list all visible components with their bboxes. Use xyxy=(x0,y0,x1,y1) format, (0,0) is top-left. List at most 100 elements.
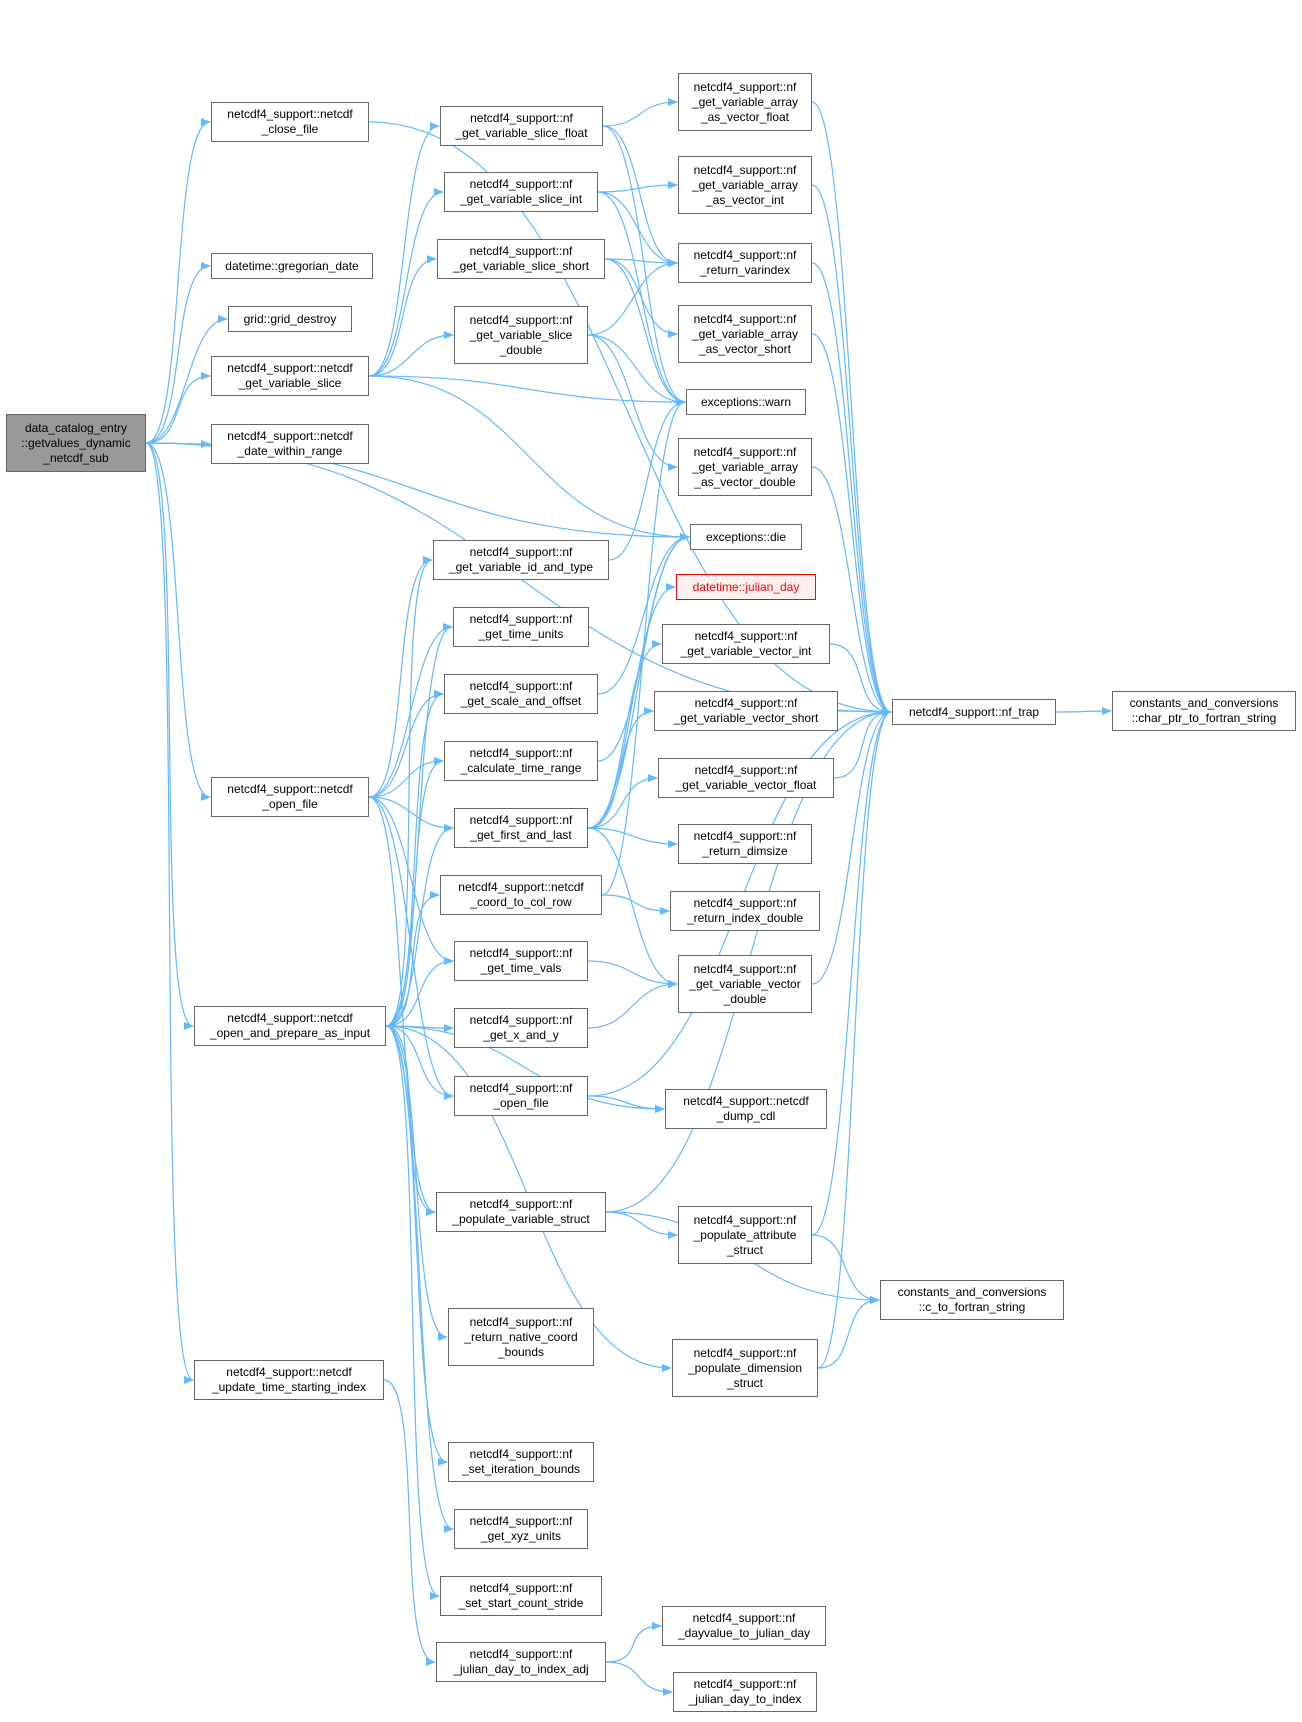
node-gregorian[interactable]: datetime::gregorian_date xyxy=(211,253,373,279)
edge-pop-attr-struct-to-nf-trap xyxy=(811,708,892,1236)
node-update-time[interactable]: netcdf4_support::netcdf _update_time_sta… xyxy=(194,1360,384,1400)
node-return-varindex[interactable]: netcdf4_support::nf _return_varindex xyxy=(678,243,812,283)
edge-slice-double-to-warn xyxy=(587,334,686,406)
edge-pop-var-struct-to-pop-attr-struct xyxy=(605,1211,678,1239)
node-start-count[interactable]: netcdf4_support::nf _set_start_count_str… xyxy=(440,1576,602,1616)
edge-pop-dim-struct-to-c-to-fortran xyxy=(817,1296,880,1369)
node-char-ptr[interactable]: constants_and_conversions ::char_ptr_to_… xyxy=(1112,691,1296,731)
node-first-last[interactable]: netcdf4_support::nf _get_first_and_last xyxy=(454,808,588,848)
node-vec-float[interactable]: netcdf4_support::nf _get_variable_vector… xyxy=(658,758,834,798)
node-grid-destroy[interactable]: grid::grid_destroy xyxy=(228,306,352,332)
node-nf-open-file[interactable]: netcdf4_support::nf _open_file xyxy=(454,1076,588,1116)
edge-return-varindex-to-nf-trap xyxy=(811,262,892,716)
node-time-units[interactable]: netcdf4_support::nf _get_time_units xyxy=(453,607,589,647)
node-jd-to-index-adj[interactable]: netcdf4_support::nf _julian_day_to_index… xyxy=(436,1642,606,1682)
edge-vec-float-to-nf-trap xyxy=(833,708,892,779)
node-iter-bounds[interactable]: netcdf4_support::nf _set_iteration_bound… xyxy=(448,1442,594,1482)
edge-nf-trap-to-char-ptr xyxy=(1055,707,1112,716)
node-vec-short[interactable]: netcdf4_support::nf _get_variable_vector… xyxy=(654,691,838,731)
node-arr-float[interactable]: netcdf4_support::nf _get_variable_array … xyxy=(678,73,812,131)
node-coord-col-row[interactable]: netcdf4_support::netcdf _coord_to_col_ro… xyxy=(440,875,602,915)
edge-open-prepare-to-pop-var-struct xyxy=(385,1025,436,1216)
edge-get-var-slice-to-slice-int xyxy=(368,188,444,377)
edge-vec-int-to-nf-trap xyxy=(829,643,892,716)
node-die[interactable]: exceptions::die xyxy=(690,524,802,550)
edge-first-last-to-vec-int xyxy=(587,640,662,829)
node-julian-day[interactable]: datetime::julian_day xyxy=(676,574,816,600)
node-pop-var-struct[interactable]: netcdf4_support::nf _populate_variable_s… xyxy=(436,1192,606,1232)
node-arr-double[interactable]: netcdf4_support::nf _get_variable_array … xyxy=(678,438,812,496)
node-x-and-y[interactable]: netcdf4_support::nf _get_x_and_y xyxy=(454,1008,588,1048)
node-slice-double[interactable]: netcdf4_support::nf _get_variable_slice … xyxy=(454,306,588,364)
edge-open-prepare-to-time-vals xyxy=(385,957,454,1027)
edge-pop-dim-struct-to-nf-trap xyxy=(817,708,892,1369)
node-xyz-units[interactable]: netcdf4_support::nf _get_xyz_units xyxy=(454,1509,588,1549)
edge-open-prepare-to-dump-cdl xyxy=(385,1025,665,1113)
edge-arr-float-to-nf-trap xyxy=(811,101,892,716)
edge-root-to-open-file xyxy=(145,442,211,801)
node-slice-short[interactable]: netcdf4_support::nf _get_variable_slice_… xyxy=(437,239,605,279)
node-slice-int[interactable]: netcdf4_support::nf _get_variable_slice_… xyxy=(444,172,598,212)
edge-open-prepare-to-scale-offset xyxy=(385,690,444,1027)
node-get-var-slice[interactable]: netcdf4_support::netcdf _get_variable_sl… xyxy=(211,356,369,396)
node-vec-int[interactable]: netcdf4_support::nf _get_variable_vector… xyxy=(662,624,830,664)
node-open-prepare[interactable]: netcdf4_support::netcdf _open_and_prepar… xyxy=(194,1006,386,1046)
node-scale-offset[interactable]: netcdf4_support::nf _get_scale_and_offse… xyxy=(444,674,598,714)
node-var-id-type[interactable]: netcdf4_support::nf _get_variable_id_and… xyxy=(433,540,609,580)
node-calc-time-range[interactable]: netcdf4_support::nf _calculate_time_rang… xyxy=(444,741,598,781)
edge-slice-int-to-return-varindex xyxy=(597,191,678,267)
edge-coord-col-row-to-return-index-double xyxy=(601,894,670,915)
edge-pop-attr-struct-to-c-to-fortran xyxy=(811,1234,880,1304)
edge-slice-int-to-arr-int xyxy=(597,181,678,193)
edge-get-var-slice-to-slice-float xyxy=(368,122,440,377)
edge-root-to-open-prepare xyxy=(145,442,194,1030)
node-vec-double[interactable]: netcdf4_support::nf _get_variable_vector… xyxy=(678,955,812,1013)
edge-slice-float-to-arr-float xyxy=(602,98,678,127)
edge-open-prepare-to-nf-open-file xyxy=(385,1025,454,1100)
node-warn[interactable]: exceptions::warn xyxy=(686,389,806,415)
edge-first-last-to-die xyxy=(587,533,690,829)
edge-slice-short-to-warn xyxy=(604,258,686,406)
edge-arr-double-to-nf-trap xyxy=(811,466,892,716)
node-open-file[interactable]: netcdf4_support::netcdf _open_file xyxy=(211,777,369,817)
edge-coord-col-row-to-warn xyxy=(601,398,686,896)
edge-root-to-close-file xyxy=(145,118,211,444)
edge-get-var-slice-to-die xyxy=(368,375,690,541)
edge-root-to-grid-destroy xyxy=(145,315,228,444)
edge-vec-short-to-nf-trap xyxy=(837,707,892,716)
node-native-coord[interactable]: netcdf4_support::nf _return_native_coord… xyxy=(448,1308,594,1366)
edge-vec-double-to-nf-trap xyxy=(811,708,892,985)
node-dump-cdl[interactable]: netcdf4_support::netcdf _dump_cdl xyxy=(665,1089,827,1129)
node-time-vals[interactable]: netcdf4_support::nf _get_time_vals xyxy=(454,941,588,981)
edge-slice-float-to-warn xyxy=(602,125,686,406)
edge-arr-short-to-nf-trap xyxy=(811,333,892,716)
node-pop-dim-struct[interactable]: netcdf4_support::nf _populate_dimension … xyxy=(672,1339,818,1397)
node-date-within[interactable]: netcdf4_support::netcdf _date_within_ran… xyxy=(211,424,369,464)
node-return-dimsize[interactable]: netcdf4_support::nf _return_dimsize xyxy=(678,824,812,864)
edge-scale-offset-to-die xyxy=(597,533,690,695)
edge-first-last-to-return-dimsize xyxy=(587,827,678,848)
node-slice-float[interactable]: netcdf4_support::nf _get_variable_slice_… xyxy=(440,106,603,146)
node-nf-trap[interactable]: netcdf4_support::nf_trap xyxy=(892,699,1056,725)
node-pop-attr-struct[interactable]: netcdf4_support::nf _populate_attribute … xyxy=(678,1206,812,1264)
node-arr-short[interactable]: netcdf4_support::nf _get_variable_array … xyxy=(678,305,812,363)
node-dayvalue-jd[interactable]: netcdf4_support::nf _dayvalue_to_julian_… xyxy=(662,1606,826,1646)
node-root: data_catalog_entry ::getvalues_dynamic _… xyxy=(6,414,146,472)
edge-open-prepare-to-start-count xyxy=(385,1025,440,1600)
node-close-file[interactable]: netcdf4_support::netcdf _close_file xyxy=(211,102,369,142)
node-return-index-double[interactable]: netcdf4_support::nf _return_index_double xyxy=(670,891,820,931)
edge-slice-short-to-return-varindex xyxy=(604,258,678,267)
edge-root-to-update-time xyxy=(145,442,194,1384)
edge-open-file-to-scale-offset xyxy=(368,690,444,798)
edge-root-to-get-var-slice xyxy=(145,372,211,444)
edge-arr-int-to-nf-trap xyxy=(811,184,892,716)
node-c-to-fortran[interactable]: constants_and_conversions ::c_to_fortran… xyxy=(880,1280,1064,1320)
edge-jd-to-index-adj-to-jd-to-index xyxy=(605,1661,673,1696)
edge-slice-double-to-return-varindex xyxy=(587,259,678,336)
edge-open-file-to-calc-time-range xyxy=(368,757,444,798)
node-arr-int[interactable]: netcdf4_support::nf _get_variable_array … xyxy=(678,156,812,214)
node-jd-to-index[interactable]: netcdf4_support::nf _julian_day_to_index xyxy=(673,1672,817,1712)
edge-open-file-to-first-last xyxy=(368,796,454,832)
edge-first-last-to-vec-short xyxy=(587,707,654,829)
